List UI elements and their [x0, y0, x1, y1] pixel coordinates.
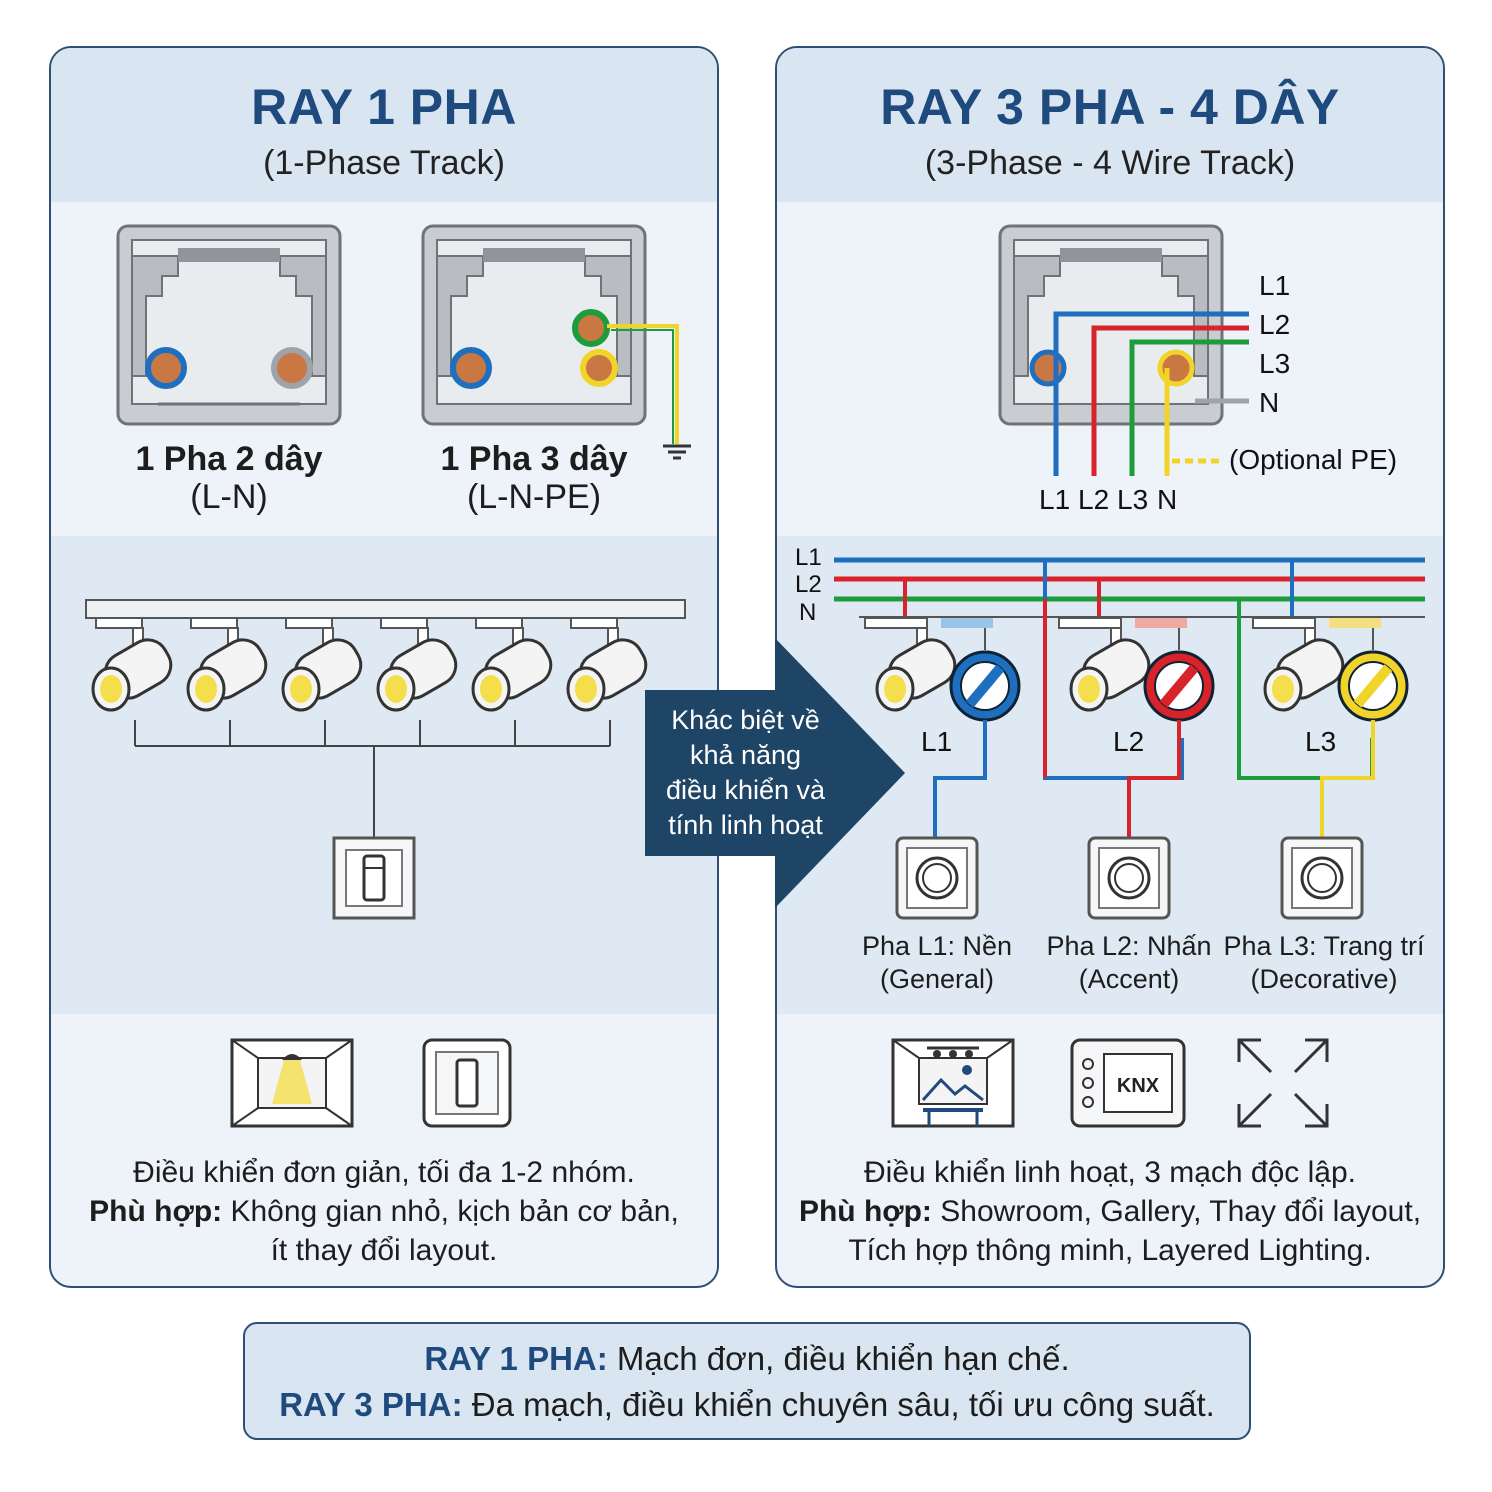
wire-label: L2: [1259, 309, 1291, 340]
variant-name: 1 Pha 3 dây: [440, 440, 628, 478]
caption-line: tính linh hoạt: [668, 810, 823, 840]
phase-name: Pha L2: Nhấn: [1046, 931, 1212, 961]
caption-line: Khác biệt về: [671, 705, 820, 735]
phase-label-l2: Pha L2: Nhấn (Accent): [1034, 930, 1224, 996]
panel-subtitle: (1-Phase Track): [263, 144, 505, 182]
variant-code: (L-N): [190, 478, 268, 516]
spotlight: [91, 617, 173, 712]
wire-end-label: L3: [1117, 484, 1149, 515]
optional-pe-label: (Optional PE): [1229, 444, 1398, 475]
spotlight: [281, 617, 363, 712]
wire-end-label: L1: [1039, 484, 1071, 515]
caption-line: điều khiển và: [665, 775, 826, 805]
wire-label: L3: [1259, 348, 1291, 379]
track-with-spotlights: [85, 599, 686, 920]
room-light-icon: [230, 1038, 354, 1128]
phase-name: Pha L1: Nền: [861, 931, 1013, 961]
bus-label: L1: [795, 544, 822, 571]
summary-key: RAY 3 PHA:: [279, 1386, 463, 1423]
summary-box: RAY 1 PHA: Mạch đơn, điều khiển hạn chế.…: [243, 1322, 1251, 1440]
earth-contact: [572, 309, 610, 347]
spotlight: [186, 617, 268, 712]
knx-panel-icon: KNX: [1070, 1038, 1186, 1128]
phase-wires: [1053, 311, 1249, 476]
panel-subtitle: (3-Phase - 4 Wire Track): [924, 144, 1296, 182]
wall-switch-icon: [422, 1038, 512, 1128]
group-label: L2: [1113, 726, 1145, 757]
variant-name: 1 Pha 2 dây: [135, 440, 323, 478]
summary-value: Đa mạch, điều khiển chuyên sâu, tối ưu c…: [462, 1386, 1215, 1423]
gallery-room-icon: [891, 1038, 1015, 1128]
neutral-contact: [271, 347, 313, 389]
wire-end-label: L2: [1078, 484, 1110, 515]
track-profile-2-wire: [116, 224, 342, 426]
dimmer-knob-icon: [949, 650, 1021, 722]
group-label: L3: [1305, 726, 1337, 757]
group-label: L1: [921, 726, 953, 757]
variant-2-wire-caption: 1 Pha 2 dây (L-N): [116, 440, 342, 516]
variant-code: (L-N-PE): [466, 478, 602, 516]
phase-label-l3: Pha L3: Trang trí (Decorative): [1219, 930, 1429, 996]
three-phase-drawings: KNX: [834, 224, 1425, 1128]
phase-role: (Decorative): [1250, 964, 1398, 994]
summary-value: Mạch đơn, điều khiển hạn chế.: [607, 1340, 1070, 1377]
single-phase-drawings: [85, 224, 691, 1128]
track-profile-3-wire: [421, 224, 691, 460]
panel-title: RAY 3 PHA - 4 DÂY: [880, 79, 1340, 135]
track-profile-3-phase: [998, 224, 1224, 426]
wall-switch-icon: [332, 836, 416, 920]
dimmer-switch-icon: [1087, 836, 1171, 920]
ground-icon: [663, 444, 691, 460]
three-phase-panel: RAY 3 PHA - 4 DÂY (3-Phase - 4 Wire Trac…: [775, 46, 1445, 1288]
driver-l3: [1329, 618, 1381, 628]
bus-lines: [834, 557, 1425, 602]
dimmer-switch-icon: [1280, 836, 1364, 920]
spotlight: [1252, 617, 1345, 712]
summary-key: RAY 1 PHA:: [424, 1340, 608, 1377]
dimmer-knob-icon: [1143, 650, 1215, 722]
comparison-arrow: [645, 638, 905, 908]
description-label: Phù hợp:: [89, 1195, 223, 1228]
phase-role: (General): [879, 964, 995, 994]
bus-label: N: [799, 599, 817, 626]
wire-end-label: N: [1157, 484, 1178, 515]
description-line: Showroom, Gallery, Thay đổi layout,: [931, 1195, 1422, 1228]
phase-role: (Accent): [1078, 964, 1180, 994]
wire-label: N: [1259, 387, 1280, 418]
dimmer-knob-icon: [1337, 650, 1409, 722]
phase-label-l1: Pha L1: Nền (General): [842, 930, 1032, 996]
description-line: Điều khiển linh hoạt, 3 mạch độc lập.: [864, 1156, 1356, 1189]
description-line: Tích hợp thông minh, Layered Lighting.: [848, 1234, 1372, 1267]
live-contact: [145, 347, 187, 389]
group-wiring: [134, 720, 611, 838]
spotlight: [471, 617, 553, 712]
dimmer-switch-icon: [895, 836, 979, 920]
description-line: Không gian nhỏ, kịch bản cơ bản,: [222, 1195, 679, 1228]
description-label: Phù hợp:: [798, 1195, 932, 1228]
wire-label: L1: [1259, 270, 1291, 301]
comparison-caption: Khác biệt về khả năng điều khiển và tính…: [648, 703, 843, 843]
spotlight: [566, 617, 648, 712]
single-phase-panel: RAY 1 PHA (1-Phase Track): [49, 46, 719, 1288]
panel-header-band: [51, 48, 717, 202]
description-line: ít thay đổi layout.: [270, 1234, 498, 1267]
panel-header-band: [777, 48, 1443, 202]
spotlight: [1058, 617, 1151, 712]
description-line: Điều khiển đơn giản, tối đa 1-2 nhóm.: [133, 1156, 635, 1189]
panel-description: Điều khiển đơn giản, tối đa 1-2 nhóm. Ph…: [51, 1153, 717, 1270]
phase-name: Pha L3: Trang trí: [1223, 931, 1425, 961]
panel-title: RAY 1 PHA: [251, 79, 517, 135]
panel-description: Điều khiển linh hoạt, 3 mạch độc lập. Ph…: [777, 1153, 1443, 1270]
caption-line: khả năng: [689, 740, 802, 770]
knx-label: KNX: [1117, 1075, 1160, 1097]
driver-l1: [941, 618, 993, 628]
variant-3-wire-caption: 1 Pha 3 dây (L-N-PE): [421, 440, 647, 516]
expand-arrows-icon: [1237, 1038, 1329, 1128]
spotlight: [376, 617, 458, 712]
bus-label: L2: [795, 571, 822, 598]
spotlight: [864, 617, 957, 712]
driver-l2: [1135, 618, 1187, 628]
